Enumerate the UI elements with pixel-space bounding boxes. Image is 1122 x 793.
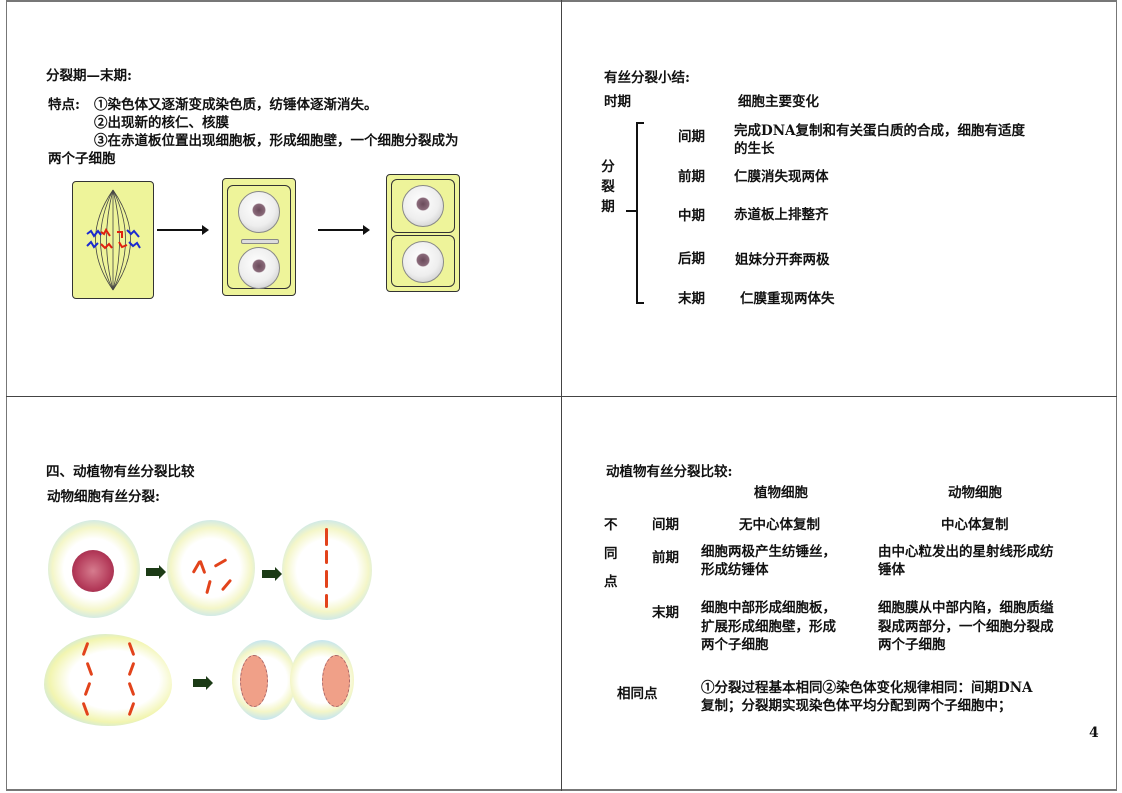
- animal-cell-anaphase: [44, 634, 172, 726]
- arrow-icon: [318, 225, 370, 235]
- feature-2: ②出现新的核仁、核膜: [94, 115, 229, 131]
- panel-title: 分裂期—末期:: [46, 68, 132, 84]
- stage-name: 中期: [678, 208, 705, 224]
- row-stage: 末期: [652, 605, 679, 621]
- arrow-icon: [193, 676, 213, 690]
- plant-cell-value: 扩展形成细胞壁，形成: [701, 619, 836, 635]
- panel-title: 有丝分裂小结:: [604, 70, 690, 86]
- same-label: 相同点: [617, 686, 658, 702]
- page-number: 4: [1089, 725, 1099, 741]
- animal-cell-metaphase: [282, 520, 372, 620]
- brace-tick: [626, 210, 637, 212]
- arrow-icon: [262, 567, 282, 581]
- animal-cell-value: 裂成两部分，一个细胞分裂成: [878, 619, 1054, 635]
- diff-label-char: 点: [604, 574, 618, 590]
- stage-name: 间期: [678, 129, 705, 145]
- stage-name: 末期: [678, 291, 705, 307]
- panel-title: 动植物有丝分裂比较:: [606, 464, 733, 480]
- column-header-plant: 植物细胞: [754, 485, 808, 501]
- column-header-change: 细胞主要变化: [738, 94, 819, 110]
- column-header-period: 时期: [604, 94, 631, 110]
- feature-3: ③在赤道板位置出现细胞板，形成细胞壁，一个细胞分裂成为: [94, 133, 459, 149]
- animal-cell-value: 由中心粒发出的星射线形成纺: [878, 544, 1054, 560]
- feature-1: ①染色体又逐渐变成染色质，纺锤体逐渐消失。: [94, 97, 378, 113]
- plant-cell-value: 形成纺锤体: [701, 562, 769, 578]
- plant-cell-value: 两个子细胞: [701, 637, 769, 653]
- stage-change-wrap: 的生长: [734, 141, 775, 157]
- stage-change: 完成DNA复制和有关蛋白质的合成，细胞有适度: [734, 123, 1026, 139]
- animal-cell-value: 中心体复制: [941, 517, 1009, 533]
- plant-cell-spindle: [72, 181, 154, 299]
- animal-cell-value: 两个子细胞: [878, 637, 946, 653]
- plant-cell-value: 细胞两极产生纺锤丝，: [701, 544, 836, 560]
- feature-3-wrap: 两个子细胞: [48, 151, 116, 167]
- plant-cell-value: 细胞中部形成细胞板，: [701, 600, 836, 616]
- animal-cell-value: 细胞膜从中部内陷，细胞质缢: [878, 600, 1054, 616]
- plant-cell-daughters: [386, 174, 460, 292]
- diff-label-char: 不: [604, 517, 618, 533]
- horizontal-divider: [6, 396, 1117, 397]
- animal-cell-interphase: [48, 520, 140, 618]
- stage-change: 仁膜重现两体失: [740, 291, 835, 307]
- animal-cell-prophase: [167, 520, 255, 616]
- brace: [636, 122, 644, 304]
- animal-cell-value: 锤体: [878, 562, 905, 578]
- stage-name: 前期: [678, 169, 705, 185]
- row-stage: 前期: [652, 550, 679, 566]
- vertical-divider: [561, 0, 562, 791]
- features-label: 特点:: [48, 97, 80, 113]
- diff-label-char: 同: [604, 546, 618, 562]
- group-label-division-phase: 分裂期: [601, 159, 615, 215]
- column-header-animal: 动物细胞: [948, 485, 1002, 501]
- stage-name: 后期: [678, 251, 705, 267]
- plant-cell-cell-plate: [222, 178, 296, 296]
- stage-change: 赤道板上排整齐: [734, 207, 829, 223]
- same-text-line: 复制；分裂期实现染色体平均分配到两个子细胞中；: [701, 698, 1012, 714]
- plant-cell-value: 无中心体复制: [739, 517, 820, 533]
- stage-change: 仁膜消失现两体: [734, 169, 829, 185]
- row-stage: 间期: [652, 517, 679, 533]
- arrow-icon: [146, 565, 166, 579]
- same-text-line: ①分裂过程基本相同②染色体变化规律相同：间期DNA: [701, 680, 1033, 696]
- section-title: 四、动植物有丝分裂比较: [46, 464, 195, 480]
- stage-change: 姐妹分开奔两极: [735, 252, 830, 268]
- arrow-icon: [157, 225, 209, 235]
- section-subtitle: 动物细胞有丝分裂:: [47, 489, 160, 505]
